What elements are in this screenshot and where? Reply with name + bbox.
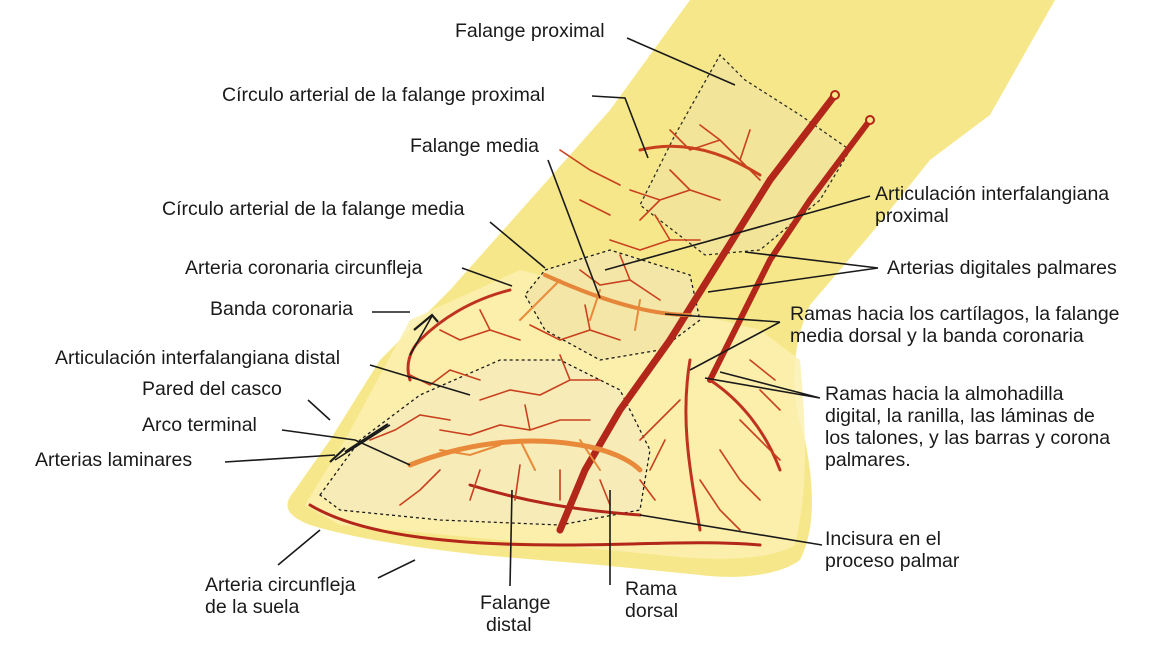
label-falange-distal: Falange distal <box>480 592 550 636</box>
label-arteria-coronaria-circunfleja: Arteria coronaria circunfleja <box>185 257 422 279</box>
label-arco-terminal: Arco terminal <box>142 414 257 436</box>
label-articulacion-interfalangiana-distal: Articulación interfalangiana distal <box>55 347 340 369</box>
vessel-cut-end <box>831 91 839 99</box>
label-falange-media: Falange media <box>410 135 539 157</box>
label-articulacion-interfalangiana-proximal: Articulación interfalangiana proximal <box>875 183 1109 227</box>
label-arterias-digitales-palmares: Arterias digitales palmares <box>887 257 1117 279</box>
label-banda-coronaria: Banda coronaria <box>210 298 353 320</box>
label-circulo-falange-media: Círculo arterial de la falange media <box>162 198 464 220</box>
label-pared-del-casco: Pared del casco <box>142 378 282 400</box>
leader-pared-casco <box>308 400 330 420</box>
label-line: Rama <box>625 578 678 600</box>
label-line: Falange <box>480 592 550 614</box>
label-line: Ramas hacia la almohadilla <box>825 383 1110 405</box>
label-line: dorsal <box>625 600 678 622</box>
label-ramas-almohadilla: Ramas hacia la almohadilla digital, la r… <box>825 383 1110 471</box>
label-arteria-circunfleja-suela: Arteria circunfleja de la suela <box>205 574 356 618</box>
label-line: proximal <box>875 205 1109 227</box>
label-line: Articulación interfalangiana <box>875 183 1109 205</box>
label-line: media dorsal y la banda coronaria <box>790 325 1120 347</box>
label-line: los talones, y las barras y corona <box>825 427 1110 449</box>
label-line: palmares. <box>825 449 1110 471</box>
label-rama-dorsal: Rama dorsal <box>625 578 678 622</box>
label-ramas-cartilagos: Ramas hacia los cartílagos, la falange m… <box>790 303 1120 347</box>
label-circulo-falange-proximal: Círculo arterial de la falange proximal <box>222 84 545 106</box>
label-falange-proximal: Falange proximal <box>455 20 605 42</box>
label-arterias-laminares: Arterias laminares <box>35 449 192 471</box>
label-line: proceso palmar <box>825 550 959 572</box>
label-line: Arteria circunfleja <box>205 574 356 596</box>
label-line: distal <box>480 614 550 636</box>
label-line: Incisura en el <box>825 528 959 550</box>
vessel-cut-end <box>866 116 874 124</box>
label-incisura-proceso-palmar: Incisura en el proceso palmar <box>825 528 959 572</box>
label-line: de la suela <box>205 596 356 618</box>
label-line: digital, la ranilla, las láminas de <box>825 405 1110 427</box>
label-line: Ramas hacia los cartílagos, la falange <box>790 303 1120 325</box>
